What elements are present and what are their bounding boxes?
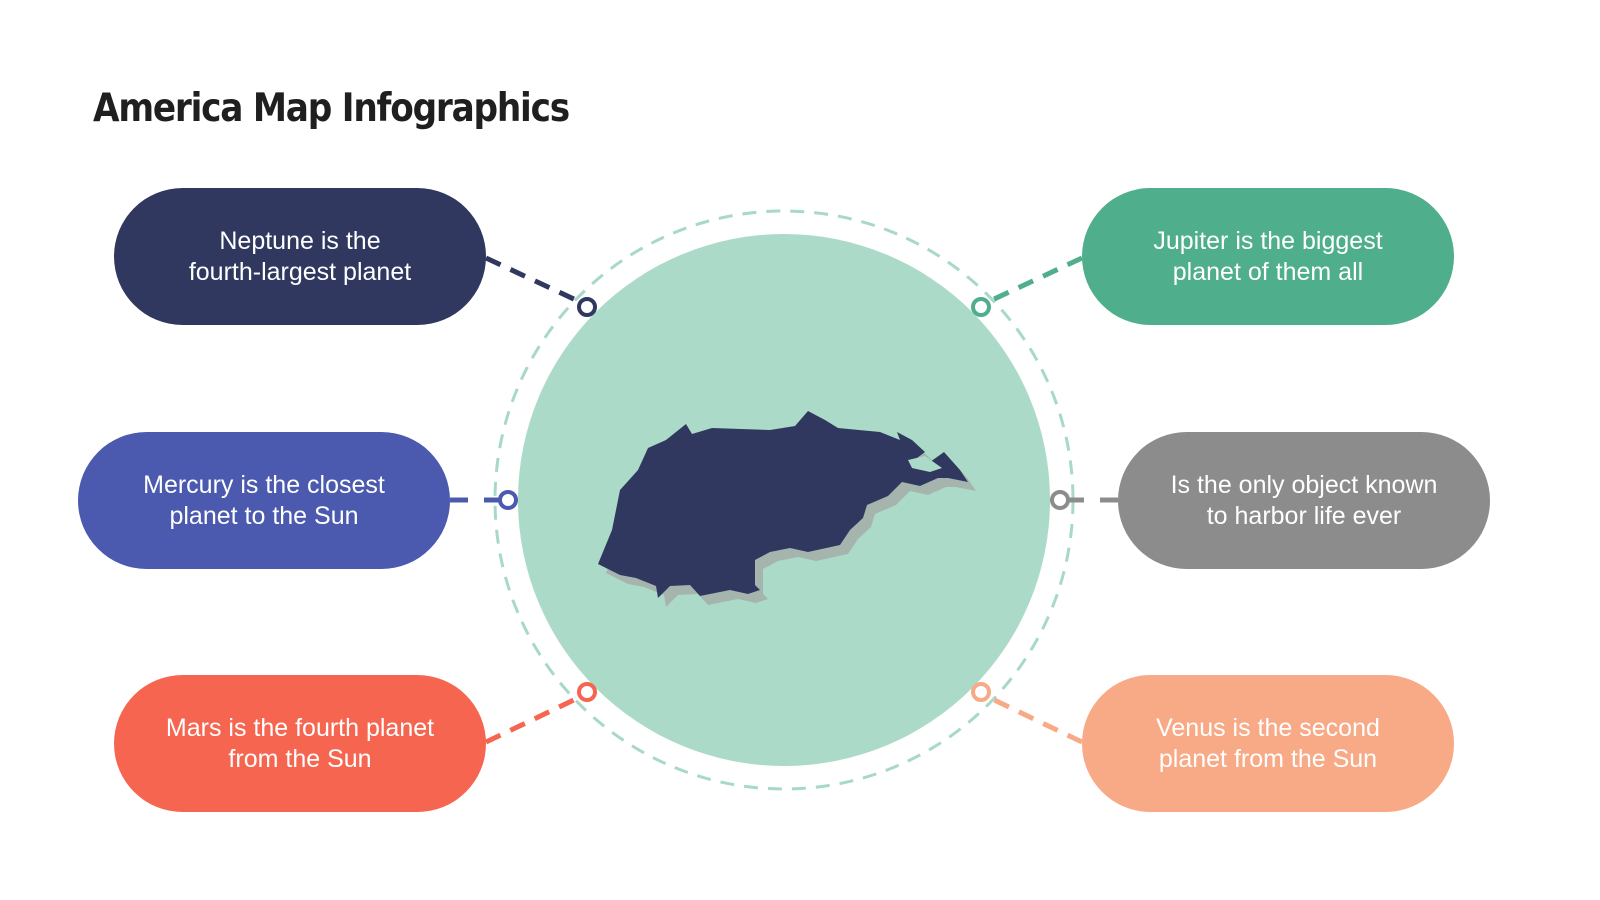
connector-neptune [484, 255, 597, 317]
pill-mars: Mars is the fourth planet from the Sun [114, 675, 486, 812]
pill-mars-line2: from the Sun [228, 744, 372, 773]
pill-earth: Is the only object known to harbor life … [1118, 432, 1490, 569]
connector-mars [484, 682, 597, 745]
pill-neptune: Neptune is the fourth-largest planet [114, 188, 486, 325]
pill-neptune-line1: Neptune is the [219, 226, 381, 255]
pill-mars-line1: Mars is the fourth planet [165, 713, 435, 742]
pill-mercury: Mercury is the closest planet to the Sun [78, 432, 450, 569]
map-silhouette-icon [598, 411, 968, 598]
connector-venus [971, 682, 1084, 745]
pill-neptune-line2: fourth-largest planet [188, 257, 412, 286]
connector-mercury [450, 490, 518, 510]
pill-earth-line2: to harbor life ever [1206, 501, 1402, 530]
pill-mercury-line1: Mercury is the closest [143, 470, 385, 499]
connector-jupiter [971, 255, 1084, 317]
pill-jupiter: Jupiter is the biggest planet of them al… [1082, 188, 1454, 325]
pill-venus: Venus is the second planet from the Sun [1082, 675, 1454, 812]
pill-jupiter-line2: planet of them all [1172, 257, 1364, 286]
pill-mercury-line2: planet to the Sun [169, 501, 359, 530]
pill-jupiter-line1: Jupiter is the biggest [1153, 226, 1383, 255]
connector-earth [1050, 490, 1118, 510]
pill-venus-line2: planet from the Sun [1158, 744, 1378, 773]
pill-earth-line1: Is the only object known [1170, 470, 1438, 499]
page-title: America Map Infographics [93, 86, 570, 131]
pill-venus-line1: Venus is the second [1156, 713, 1380, 742]
map-inlet [908, 456, 942, 472]
